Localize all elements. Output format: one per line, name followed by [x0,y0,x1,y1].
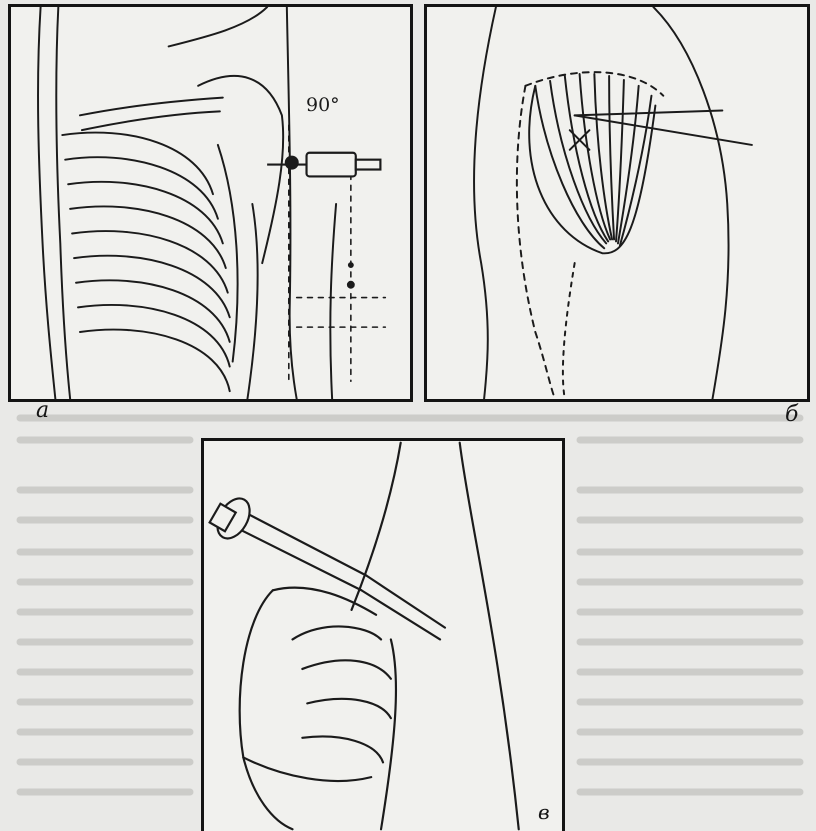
panel-label-b: б [785,402,798,427]
panel-a-chest-illustration [8,4,413,402]
hand-syringe-drawing [204,441,562,831]
gluteal-drawing [427,7,807,399]
panel-label-v: в [538,800,550,824]
panel-b-gluteal-illustration [424,4,810,402]
angle-label: 90° [306,94,340,116]
chest-drawing [11,7,410,399]
panel-v-injection-illustration [201,438,565,831]
panel-label-a: а [36,398,49,423]
